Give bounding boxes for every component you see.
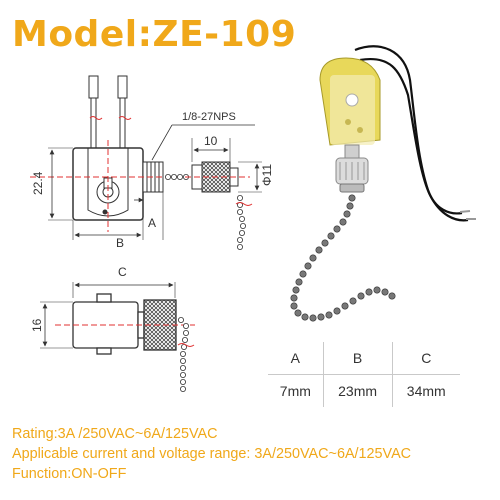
rating-value: 3A /250VAC~6A/125VAC xyxy=(57,426,218,442)
bead-chain-hanging xyxy=(236,194,246,250)
function-label: Function: xyxy=(12,466,72,482)
table-value-a: 7mm xyxy=(268,374,324,407)
range-value: 3A/250VAC~6A/125VAC xyxy=(254,446,412,462)
rating-label: Rating: xyxy=(12,426,58,442)
dimension-table: A B C 7mm 23mm 34mm xyxy=(268,342,460,407)
model-title: Model:ZE-109 xyxy=(12,14,297,55)
table-value-b: 23mm xyxy=(322,374,393,407)
function-value: ON-OFF xyxy=(71,466,127,482)
dim-b-label: B xyxy=(116,236,124,250)
dim-16-label: 16 xyxy=(30,318,44,332)
bead-chain-top xyxy=(164,173,189,180)
function-line: Function:ON-OFF xyxy=(12,466,126,482)
thread-label: 1/8-27NPS xyxy=(182,111,236,123)
range-line: Applicable current and voltage range: 3A… xyxy=(12,446,411,462)
table-header-b: B xyxy=(322,342,393,375)
metal-bead-chain xyxy=(290,194,396,322)
table-value-c: 34mm xyxy=(391,374,460,407)
dim-a-label: A xyxy=(148,216,156,230)
rating-line: Rating:3A /250VAC~6A/125VAC xyxy=(12,426,217,442)
dim-10-label: 10 xyxy=(204,134,218,148)
side-view xyxy=(72,293,177,355)
dim-c-label: C xyxy=(118,265,127,279)
table-header-c: C xyxy=(391,342,460,375)
table-header-a: A xyxy=(268,342,324,375)
range-label: Applicable current and voltage range: xyxy=(12,446,251,462)
front-view xyxy=(72,75,164,221)
dim-phi11-label: Φ11 xyxy=(260,164,274,186)
switch-product-photo xyxy=(319,45,476,222)
dim-22-4-label: 22.4 xyxy=(31,171,45,195)
bead-chain-side xyxy=(177,316,189,392)
